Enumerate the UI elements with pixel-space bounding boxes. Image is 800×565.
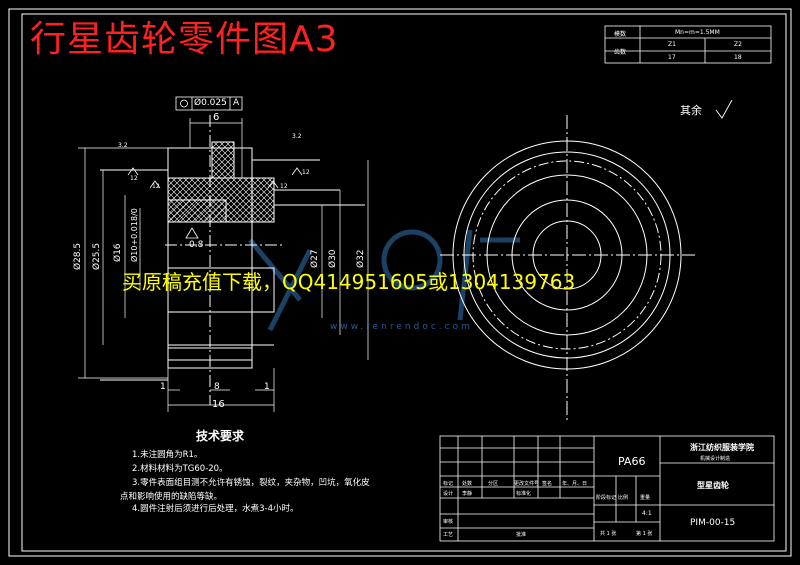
end-view — [440, 115, 695, 420]
roughness-symbols — [127, 167, 303, 239]
tolerance-frame-box — [175, 96, 243, 111]
dim-overall-width: 16 — [212, 399, 225, 410]
dim-outer-left: Ø28.5 — [73, 242, 83, 270]
title-block-ratio-value: 4:1 — [642, 510, 652, 517]
dim-bottom-1: 1 — [160, 382, 166, 392]
surface-note: 其余 — [680, 104, 702, 117]
title-block-sheets: 共 1 张 — [600, 531, 617, 537]
drawing-title: 行星齿轮零件图A3 — [30, 19, 339, 60]
tech-requirements-heading: 技术要求 — [196, 429, 245, 443]
dim-left2: Ø25.5 — [92, 242, 102, 270]
title-block-drawing-no: PIM-00-15 — [690, 518, 736, 528]
section-view — [100, 115, 365, 405]
roughness-bottom: 0.8 — [189, 240, 204, 250]
tech-item-3b: 点和影响使用的缺陷等缺。 — [120, 492, 223, 502]
title-block-grid — [439, 435, 775, 542]
title-block-school-sub: 机械设计制造 — [700, 456, 731, 462]
dim-chamfer-right: 3.2 — [292, 133, 302, 140]
tb-std-label: 标准化 — [516, 491, 532, 497]
title-block-part-name: 型星齿轮 — [697, 481, 729, 490]
title-block-weight-label: 重量 — [640, 495, 651, 501]
roughness-right2: 12 — [280, 183, 288, 190]
tolerance-value: Ø0.025 — [194, 98, 227, 108]
tech-item-1: 1.未注圆角为R1。 — [132, 450, 203, 460]
dim-top-width: 6 — [213, 112, 220, 123]
dim-bottom-1b: 1 — [264, 382, 270, 392]
tech-item-2: 2.材料材料为TG60-20。 — [132, 464, 228, 474]
gear-table-col-b: Z2 — [734, 41, 742, 48]
tb-row-label-1: 标记 — [443, 481, 454, 487]
tech-item-4: 4.圆件注射后须进行后处理，水煮3-4小时。 — [132, 504, 299, 514]
dim-bore: Ø16 — [113, 243, 123, 262]
roughness-note-symbol — [715, 99, 733, 119]
gear-table-module-value: Mn=m=1.5MM — [675, 29, 720, 36]
tb-row-label-5: 签名 — [542, 481, 553, 487]
tb-design-label: 设计 — [443, 491, 454, 497]
dim-chamfer-left: 3.2 — [118, 142, 128, 149]
watermark-logo — [248, 229, 520, 332]
title-block-sheet: 第 1 张 — [636, 531, 653, 537]
gear-table-col-a: Z1 — [668, 41, 676, 48]
tolerance-datum: A — [233, 98, 240, 108]
tb-check-label: 审核 — [443, 519, 454, 525]
dim-bore-tol: Ø10+0.018/0 — [130, 208, 139, 262]
tb-row-label-3: 分区 — [488, 481, 499, 487]
roughness-left: 12 — [130, 175, 138, 182]
gear-table-module-label: 模数 — [614, 31, 627, 38]
watermark-text: 买原稿充值下载，QQ414951605或1304139763 — [122, 270, 576, 294]
watermark-url: www.renrendoc.com — [330, 322, 473, 332]
tb-process-label: 工艺 — [443, 532, 454, 538]
tb-approve-label: 批准 — [516, 532, 527, 538]
gear-table-grid — [604, 25, 772, 64]
outer-border — [8, 8, 792, 557]
gear-table-val-a: 17 — [668, 54, 676, 61]
roughness-left2: 12 — [152, 183, 160, 190]
gear-table-val-b: 18 — [734, 54, 742, 61]
title-block-material: PA66 — [618, 455, 646, 468]
tb-row-label-2: 处数 — [462, 481, 473, 487]
tb-row-label-6: 年、月、日 — [562, 481, 588, 487]
tb-row-label-4: 更改文件号 — [514, 481, 540, 487]
gear-table-teeth-label: 齿数 — [614, 49, 627, 56]
dimension-lines — [78, 118, 369, 412]
title-block-stage-label: 阶段标记 — [596, 495, 617, 501]
dim-bottom-8: 8 — [214, 382, 220, 392]
title-block-school: 浙江纺织服装学院 — [690, 443, 754, 452]
roughness-right: 12 — [302, 169, 310, 176]
title-block-ratio-label: 比例 — [618, 495, 629, 501]
tech-item-3: 3.零件表面组目测不允许有锈蚀，裂纹，夹杂物，凹坑，氧化皮 — [132, 478, 370, 488]
tb-design-name: 李静 — [462, 491, 473, 497]
inner-border — [21, 13, 787, 552]
